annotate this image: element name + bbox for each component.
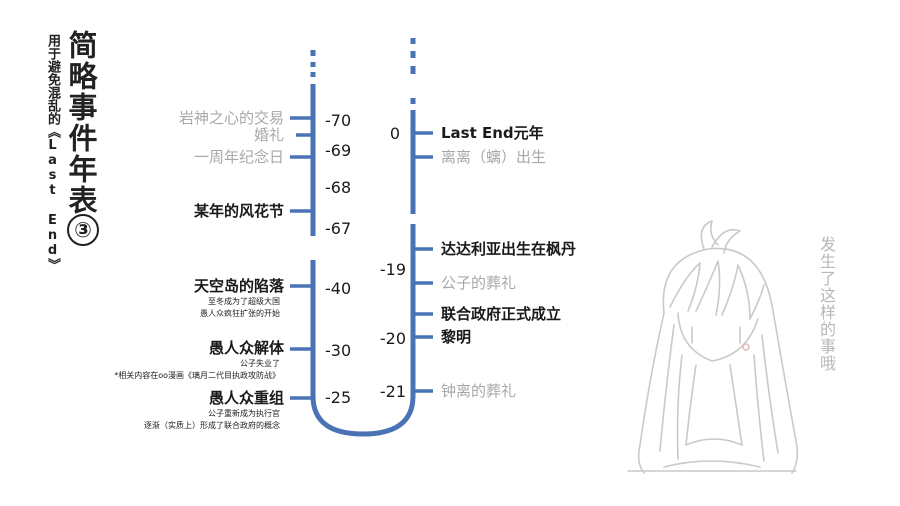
year-label-left-5: -40 (325, 279, 352, 298)
year-label-right-4: -21 (379, 382, 406, 401)
right-event-6: 黎明 (441, 328, 472, 346)
right-event-4: 公子的葬礼 (441, 274, 517, 292)
year-label-right-1: 0 (389, 124, 400, 143)
left-event-6: 愚人众解体 (208, 339, 284, 357)
year-label-left-7: -25 (325, 388, 352, 407)
left-event-7: 愚人众重组 (208, 389, 284, 407)
right-event-5: 联合政府正式成立 (441, 305, 562, 323)
left-event-5-note: 至冬成为了超级大国 愚人众疯狂扩张的开始 (130, 296, 280, 319)
note-line: *相关内容在oo漫画《璃月二代目执政攻防战》 (114, 370, 280, 380)
note-line: 愚人众疯狂扩张的开始 (200, 308, 280, 318)
right-event-1: Last End元年 (441, 124, 544, 142)
left-event-2: 婚礼 (253, 126, 284, 144)
note-line: 公子重新成为执行官 (208, 409, 280, 418)
page-subtitle: 用于避免混乱的《Last End》 (45, 34, 60, 271)
title-number-badge: ③ (67, 214, 99, 246)
character-sketch (627, 220, 799, 474)
page-title: 简略事件年表 (64, 30, 98, 216)
year-label-right-2: -19 (379, 260, 406, 279)
year-label-left-1: -70 (325, 111, 352, 130)
left-event-3: 一周年纪念日 (193, 148, 284, 166)
year-label-right-3: -20 (379, 329, 406, 348)
side-note: 发生了这样的事哦 (817, 236, 836, 372)
right-event-7: 钟离的葬礼 (441, 382, 517, 400)
left-event-5: 天空岛的陷落 (193, 277, 284, 295)
year-label-left-6: -30 (325, 341, 352, 360)
right-event-3: 达达利亚出生在枫丹 (441, 240, 577, 258)
left-event-4: 某年的风花节 (193, 202, 284, 220)
year-label-left-4: -67 (325, 219, 352, 238)
right-event-2: 离离（螭）出生 (441, 148, 547, 166)
timeline-u-bottom (310, 395, 416, 437)
year-label-left-3: -68 (325, 178, 352, 197)
left-event-1: 岩神之心的交易 (178, 109, 284, 127)
year-label-left-2: -69 (325, 141, 352, 160)
left-event-7-note: 公子重新成为执行官 逐渐（实质上）形成了联合政府的概念 (100, 408, 280, 431)
note-line: 逐渐（实质上）形成了联合政府的概念 (144, 420, 280, 430)
note-line: 公子失业了 (240, 359, 280, 368)
left-event-6-note: 公子失业了 *相关内容在oo漫画《璃月二代目执政攻防战》 (60, 358, 280, 381)
note-line: 至冬成为了超级大国 (208, 297, 280, 306)
